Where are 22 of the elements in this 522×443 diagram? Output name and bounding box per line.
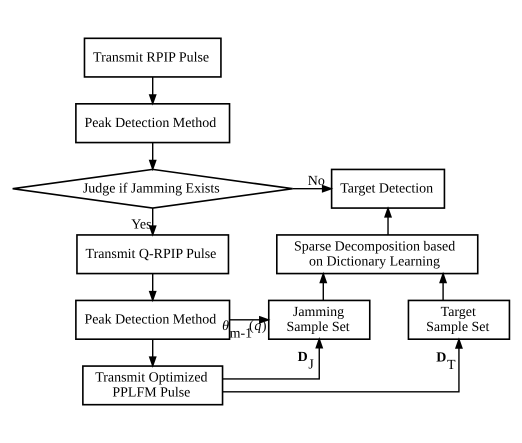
node-box: Target Sample Set xyxy=(408,300,510,340)
node-box: Peak Detection Method xyxy=(75,103,230,144)
arrow xyxy=(384,206,392,235)
arrow xyxy=(222,337,463,392)
node-box: Sparse Decomposition based on Dictionary Learning xyxy=(276,234,479,274)
arrow xyxy=(292,184,334,193)
node-box: Transmit RPIP Pulse xyxy=(84,38,222,78)
node-box: Transmit Optimized PPLFM Pulse xyxy=(82,365,224,406)
edge-label: No xyxy=(308,174,325,189)
arrow xyxy=(148,274,157,302)
arrow xyxy=(439,272,448,300)
node-box: Transmit Q-RPIP Pulse xyxy=(76,234,230,274)
node-box: Jamming Sample Set xyxy=(268,300,371,340)
arrow xyxy=(230,316,270,324)
arrow xyxy=(222,337,324,380)
arrow xyxy=(148,339,157,368)
node-box: Target Detection xyxy=(330,168,446,209)
node-diamond: Judge if Jamming Exists xyxy=(12,168,294,209)
arrow xyxy=(148,77,157,106)
arrow xyxy=(319,272,328,300)
arrow xyxy=(148,142,157,172)
arrow xyxy=(148,208,157,237)
